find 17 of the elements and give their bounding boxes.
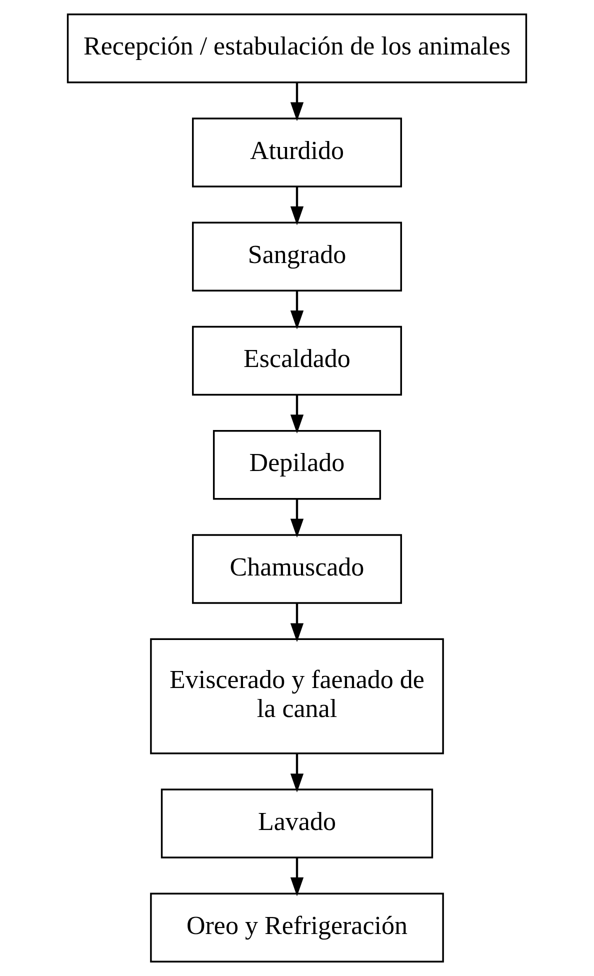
node-box: Depilado	[212, 430, 382, 500]
arrow	[290, 82, 304, 122]
arrow	[290, 603, 304, 642]
node-box: Chamuscado	[192, 534, 402, 604]
node-box: Sangrado	[192, 222, 402, 292]
node-box: Recepción / estabulación de los animales	[66, 14, 528, 84]
arrow	[290, 754, 304, 792]
arrow	[290, 498, 304, 538]
node-box: Lavado	[160, 788, 434, 858]
arrow	[290, 858, 304, 896]
node-box: Eviscerado y faenado de la canal	[150, 638, 444, 754]
node-box: Aturdido	[192, 118, 402, 188]
arrow	[290, 186, 304, 226]
arrow	[290, 394, 304, 434]
arrow	[290, 290, 304, 330]
node-box: Oreo y Refrigeración	[150, 892, 444, 962]
node-box: Escaldado	[192, 326, 402, 396]
